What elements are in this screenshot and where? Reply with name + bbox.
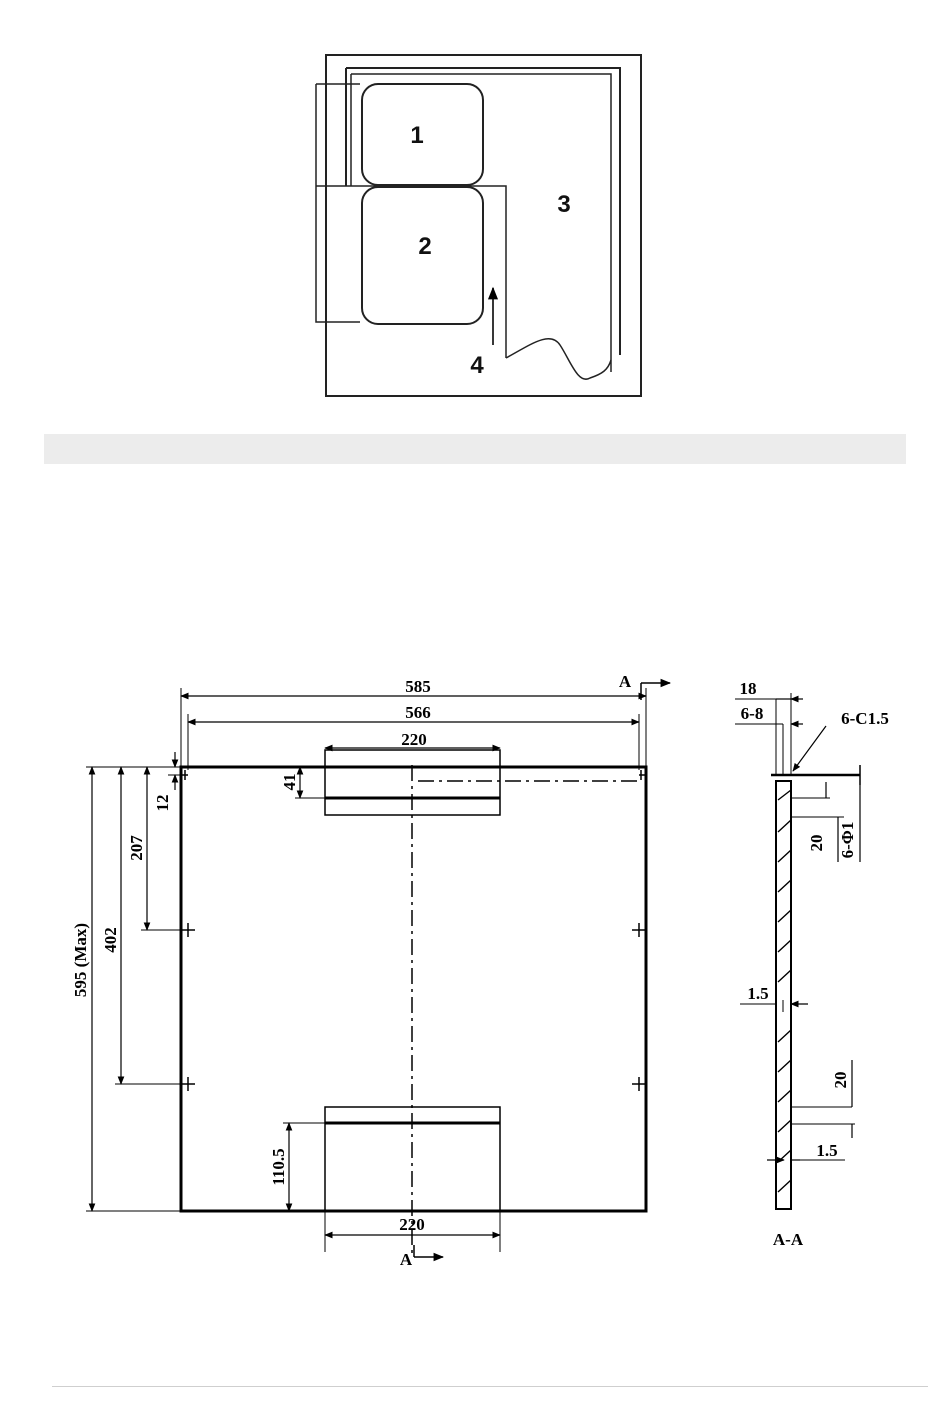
label-4: 4 <box>470 352 484 379</box>
dim-width-holes: 566 <box>405 703 431 722</box>
panel-outline-front <box>181 767 646 1211</box>
dim-wall-lower: 1.5 <box>816 1141 837 1160</box>
section-profile <box>776 781 791 1209</box>
dim-hinge-bottom-width: 220 <box>399 1215 425 1234</box>
door-schematic <box>316 55 641 396</box>
section-marker-bottom: A <box>400 1250 413 1269</box>
dim-chamfer: 6-C1.5 <box>841 709 889 728</box>
label-2: 2 <box>418 233 431 260</box>
label-3: 3 <box>557 191 570 218</box>
dim-hole-diameter: 6-Φ1 <box>838 822 857 859</box>
front-view <box>86 683 670 1257</box>
dim-hinge-bottom-height: 110.5 <box>269 1148 288 1185</box>
dim-hole-mid-lower: 402 <box>101 927 120 953</box>
panel-outline <box>316 84 360 322</box>
dim-hole-spacing-top: 20 <box>807 835 826 852</box>
dim-hole-mid-upper: 207 <box>127 835 146 861</box>
dim-height-overall: 595 (Max) <box>71 923 90 997</box>
hole-markers <box>181 770 646 1091</box>
dim-hole-spacing-bottom: 20 <box>831 1072 850 1089</box>
panel-3-edge <box>316 186 506 358</box>
section-label: A-A <box>773 1230 804 1249</box>
dim-thickness-range: 6-8 <box>741 704 764 723</box>
dim-width-overall: 585 <box>405 677 431 696</box>
dim-hole-top-offset: 12 <box>153 795 172 812</box>
wave-cut <box>506 339 611 379</box>
section-hatch <box>778 790 791 1192</box>
label-1: 1 <box>410 122 423 149</box>
frame-line-inner <box>351 74 611 372</box>
dim-hinge-top-width: 220 <box>401 730 427 749</box>
dim-wall-upper: 1.5 <box>747 984 768 1003</box>
section-view <box>735 693 860 1209</box>
dim-thickness: 18 <box>740 679 757 698</box>
section-marker-top: A <box>619 672 632 691</box>
dim-hinge-top-height: 41 <box>280 774 299 791</box>
